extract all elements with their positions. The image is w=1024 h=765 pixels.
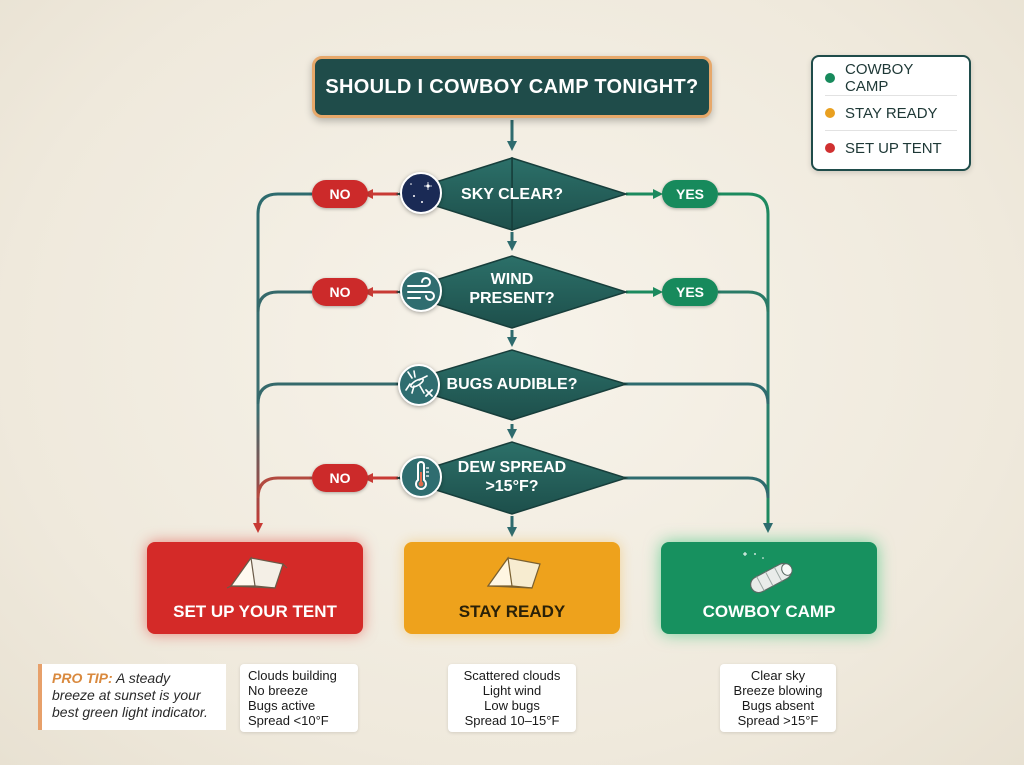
legend-dot: [825, 73, 835, 83]
mosquito-icon: [398, 364, 440, 406]
diamond-sky-clear-left: [395, 156, 513, 232]
outcome-label: SET UP YOUR TENT: [173, 602, 337, 621]
thermometer-icon: [400, 456, 442, 498]
criteria-line: Clouds building: [248, 668, 337, 683]
diamond-wind: [395, 255, 629, 329]
criteria-line: Scattered clouds: [463, 668, 561, 683]
sleeping-bag-icon: [739, 548, 803, 599]
decision-label-bugs: BUGS AUDIBLE?: [446, 375, 578, 393]
yes-label-sky: YES: [662, 180, 718, 208]
criteria-ready: Scattered clouds Light wind Low bugs Spr…: [448, 664, 576, 732]
criteria-cowboy: Clear sky Breeze blowing Bugs absent Spr…: [720, 664, 836, 732]
outcome-label: COWBOY CAMP: [702, 602, 836, 621]
legend-item-ready: STAY READY: [825, 95, 957, 130]
yes-branch-lines: [624, 189, 773, 533]
legend-dot: [825, 108, 835, 118]
pro-tip: PRO TIP: A steady breeze at sunset is yo…: [38, 664, 226, 730]
decision-diamonds: [395, 156, 629, 515]
no-label-wind: NO: [312, 278, 368, 306]
outcome-label: STAY READY: [458, 602, 566, 621]
criteria-line: Spread >15°F: [737, 713, 819, 728]
no-label-sky: NO: [312, 180, 368, 208]
no-branch-lines: [253, 189, 398, 533]
wind-icon: [400, 270, 442, 312]
decision-label-dew: DEW SPREAD >15°F?: [457, 459, 567, 495]
tent-icon: [482, 548, 546, 597]
criteria-line: Low bugs: [484, 698, 540, 713]
criteria-line: Breeze blowing: [733, 683, 823, 698]
night-sky-icon: [400, 172, 442, 214]
criteria-line: Spread 10–15°F: [464, 713, 560, 728]
legend-label: COWBOY CAMP: [845, 61, 914, 95]
no-label-dew: NO: [312, 464, 368, 492]
criteria-line: Bugs absent: [741, 698, 815, 713]
outcome-cowboy-camp: COWBOY CAMP: [661, 542, 877, 634]
decision-label-wind: WIND PRESENT?: [469, 271, 555, 307]
tent-icon: [225, 548, 289, 597]
legend-dot: [825, 143, 835, 153]
criteria-line: Clear sky: [750, 668, 806, 683]
legend-item-cowboy: COWBOY CAMP: [825, 61, 957, 95]
criteria-line: Bugs active: [248, 698, 316, 713]
flowchart-title: SHOULD I COWBOY CAMP TONIGHT?: [312, 56, 712, 118]
outcome-stay-ready: STAY READY: [404, 542, 620, 634]
diamond-bugs: [395, 349, 629, 421]
legend-label: STAY READY: [845, 104, 938, 122]
pro-tip-text: A steady breeze at sunset is your best g…: [52, 670, 208, 720]
outcome-set-up-tent: SET UP YOUR TENT: [147, 542, 363, 634]
decision-label-sky: SKY CLEAR?: [461, 185, 563, 203]
criteria-line: Light wind: [482, 683, 542, 698]
legend-label: SET UP TENT: [845, 139, 942, 157]
criteria-line: Spread <10°F: [248, 713, 329, 728]
legend: COWBOY CAMP STAY READY SET UP TENT: [811, 55, 971, 171]
criteria-line: No breeze: [248, 683, 308, 698]
pro-tip-heading: PRO TIP:: [52, 670, 113, 686]
criteria-tent: Clouds building No breeze Bugs active Sp…: [240, 664, 358, 732]
yes-label-wind: YES: [662, 278, 718, 306]
legend-item-tent: SET UP TENT: [825, 130, 957, 165]
diamond-dew: [395, 441, 629, 515]
